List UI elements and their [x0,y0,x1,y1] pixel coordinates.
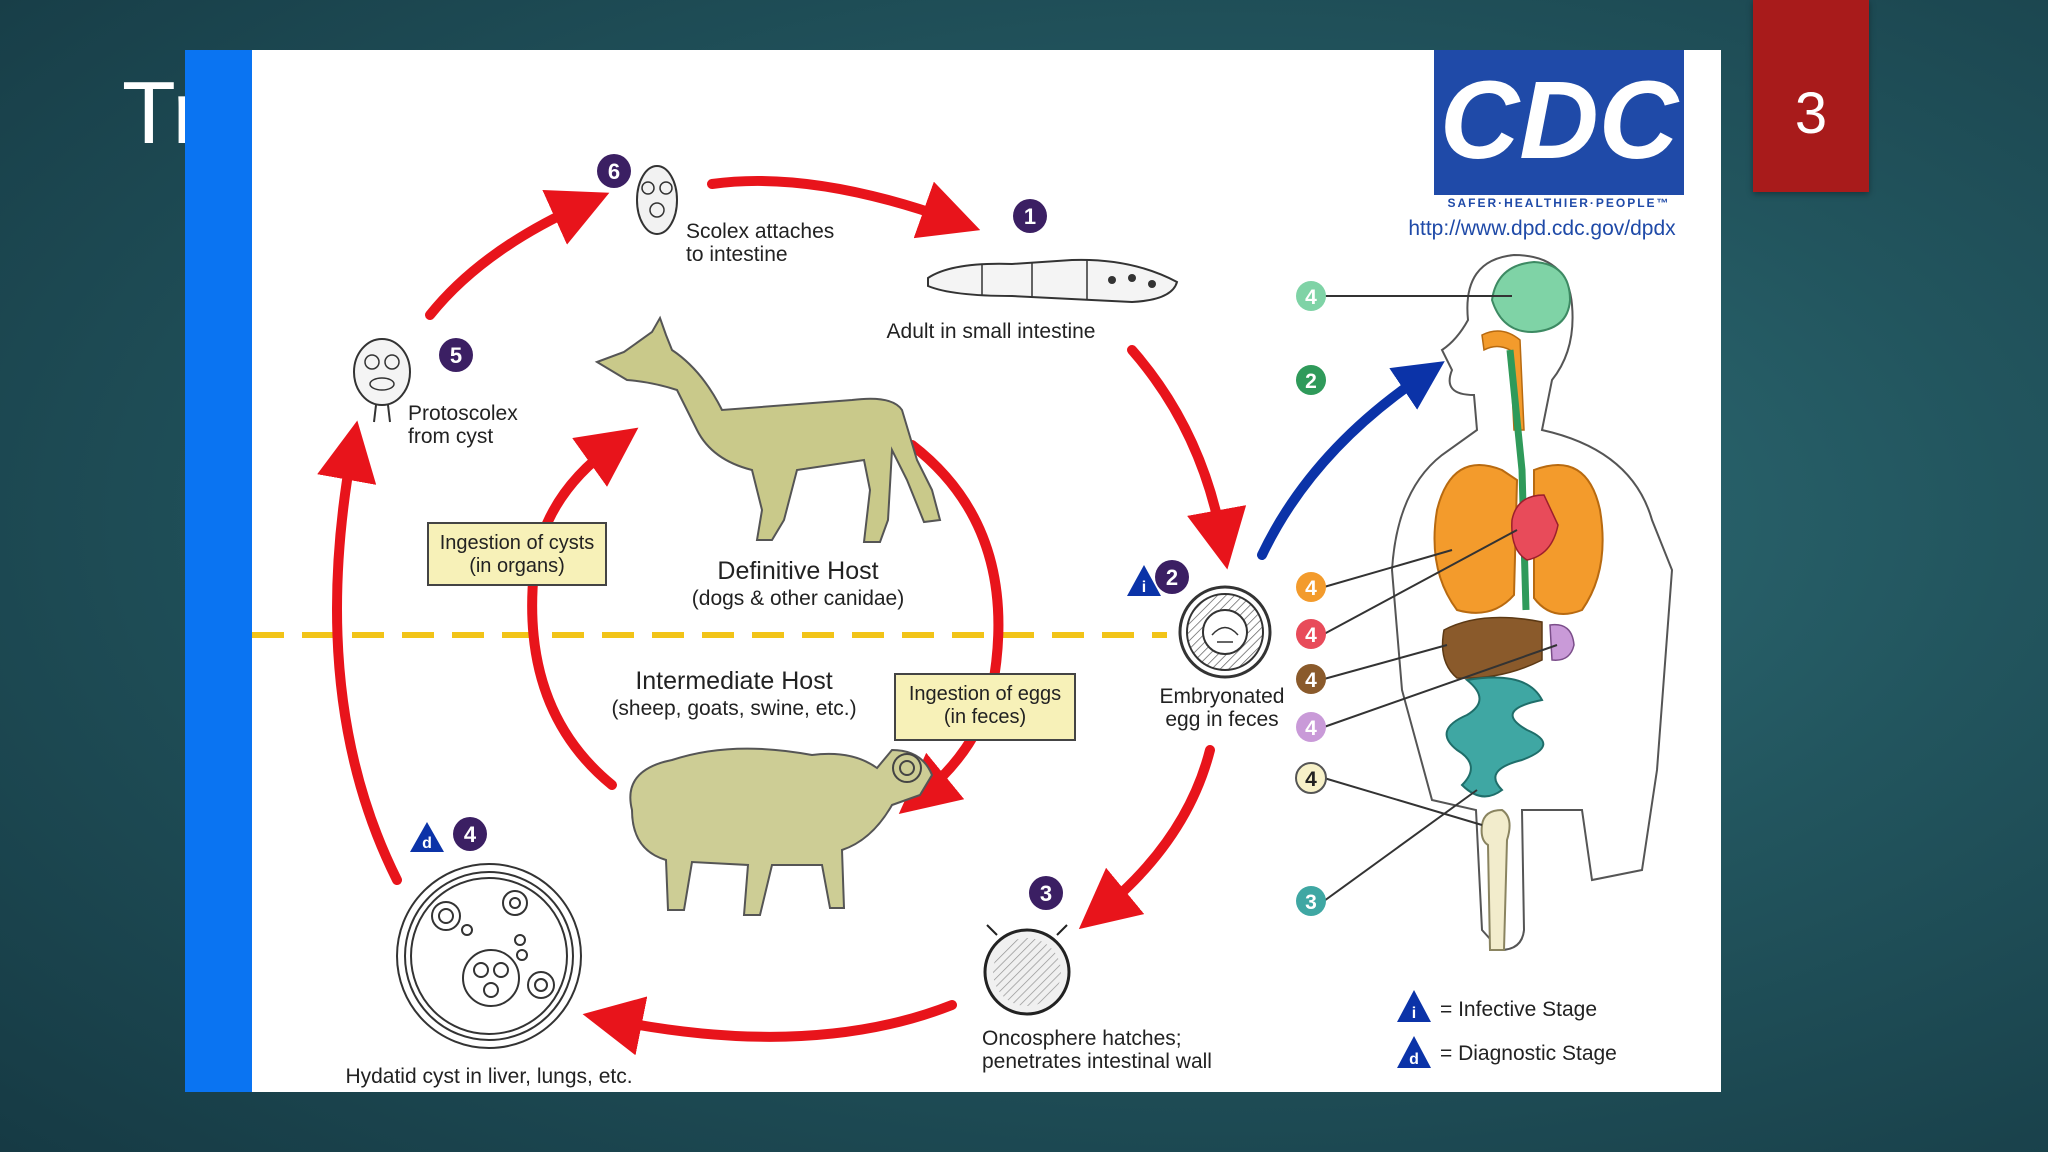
definitive-host-subtitle: (dogs & other canidae) [692,587,904,610]
stage-6-badge [597,154,631,188]
accent-bar [185,50,252,1092]
intestine-label: 3 [1305,891,1317,914]
entry-label-badge [1296,365,1326,395]
stage-5-number: 5 [450,343,462,368]
stage-3-number: 3 [1040,881,1052,906]
legend: i = Infective Stage d = Diagnostic Stage [1397,990,1617,1068]
stage-5-caption-line2: from cyst [408,425,493,448]
oncosphere-illustration [983,924,1071,1016]
stage-2-caption-line2: egg in feces [1165,708,1278,731]
diagnostic-stage-symbol-cyst: d [410,822,444,852]
arrow-5-to-6 [425,189,610,320]
sheep-illustration [629,747,934,916]
stage-4-number: 4 [464,822,477,847]
stage-1-badge [1013,199,1047,233]
svg-text:d: d [422,835,432,852]
liver-label: 4 [1305,669,1317,692]
spleen-label-badge [1296,712,1326,742]
heart-label: 4 [1305,624,1317,647]
lungs-label-badge [1296,572,1326,602]
ingestion-eggs-line1: Ingestion of eggs [909,683,1061,705]
intermediate-host-subtitle: (sheep, goats, swine, etc.) [611,697,856,720]
arrow-1-to-2 [1127,345,1247,570]
cycle-arrows [317,176,1247,1056]
embryonated-egg-illustration [1178,585,1272,679]
arrow-2-to-3 [1078,745,1215,930]
lungs-label: 4 [1305,577,1317,600]
stage-3-badge [1029,876,1063,910]
stage-6-number: 6 [608,159,620,184]
brain-organ [1490,260,1572,334]
ingestion-eggs-box: Ingestion of eggs (in feces) [894,673,1076,741]
svg-text:d: d [1409,1051,1419,1068]
stage-4-badge [453,817,487,851]
diagram-canvas: CDC SAFER·HEALTHIER·PEOPLE™ http://www.d… [252,50,1684,1088]
cdc-tagline: SAFER·HEALTHIER·PEOPLE™ [1447,196,1670,210]
heart-organ [1511,494,1559,561]
protoscolex-illustration [353,338,411,423]
stage-5-badge [439,338,473,372]
page-number-badge: 3 [1753,0,1869,192]
spleen-organ [1549,623,1575,661]
stage-2-number: 2 [1166,565,1178,590]
cdc-logo-text: CDC [1440,59,1680,182]
intermediate-host-title: Intermediate Host [635,667,832,695]
ingestion-cysts-line2: (in organs) [469,555,565,577]
stage-2-caption-line1: Embryonated [1160,685,1285,708]
ingestion-eggs-line2: (in feces) [944,706,1026,728]
stage-2-badge [1155,560,1189,594]
cdc-logo-background [1434,50,1684,195]
life-cycle-diagram: CDC SAFER·HEALTHIER·PEOPLE™ http://www.d… [252,50,1721,1092]
esophagus-organ [1506,349,1530,611]
stage-4-caption: Hydatid cyst in liver, lungs, etc. [345,1065,632,1088]
human-label-lines [1323,295,1558,902]
brain-label: 4 [1305,286,1317,309]
arrow-4-to-5 [317,420,402,885]
arrow-egg-to-human [1257,361,1445,560]
heart-label-badge [1296,619,1326,649]
dog-illustration [594,315,942,543]
stage-6-caption-line1: Scolex attaches [686,220,834,243]
arrow-3-to-4 [582,996,957,1056]
human-body-illustration [1390,253,1674,952]
arrow-intermediate-to-definitive [527,427,639,790]
ingestion-cysts-box: Ingestion of cysts (in organs) [427,522,607,586]
entry-label: 2 [1305,370,1317,393]
left-lung-organ [1433,464,1519,614]
legend-infective-label: = Infective Stage [1440,998,1597,1021]
stage-5-caption-line1: Protoscolex [408,402,518,425]
right-lung-organ [1533,464,1604,615]
stage-1-caption: Adult in small intestine [887,320,1096,343]
hydatid-cyst-illustration [396,863,582,1049]
adult-worm-illustration [927,258,1179,304]
spleen-label: 4 [1305,717,1317,740]
page-number: 3 [1794,81,1828,146]
legend-diagnostic-label: = Diagnostic Stage [1440,1042,1617,1065]
stage-3-caption-line2: penetrates intestinal wall [982,1050,1212,1073]
scolex-illustration [636,165,678,235]
liver-organ [1441,616,1543,679]
stage-3-caption-line1: Oncosphere hatches; [982,1027,1182,1050]
stage-1-number: 1 [1024,204,1036,229]
cdc-url-link[interactable]: http://www.dpd.cdc.gov/dpdx [1408,217,1676,240]
bone-label: 4 [1305,768,1317,791]
liver-label-badge [1296,664,1326,694]
arrow-definitive-to-intermediate [898,440,1004,815]
legend-diagnostic-symbol [1397,1036,1431,1068]
ingestion-cysts-line1: Ingestion of cysts [440,532,595,554]
svg-text:i: i [1412,1005,1416,1022]
definitive-host-title: Definitive Host [717,557,878,585]
svg-text:i: i [1142,579,1146,596]
infective-stage-symbol-egg: i [1127,565,1161,596]
cdc-logo: CDC SAFER·HEALTHIER·PEOPLE™ [1434,50,1684,210]
intestine-organ [1445,676,1545,798]
stage-6-caption-line2: to intestine [686,243,788,266]
bone-organ [1480,808,1511,951]
brain-label-badge [1296,281,1326,311]
legend-infective-symbol [1397,990,1431,1022]
intestine-label-badge [1296,886,1326,916]
bone-label-badge [1295,762,1327,794]
arrow-6-to-1 [707,176,981,239]
